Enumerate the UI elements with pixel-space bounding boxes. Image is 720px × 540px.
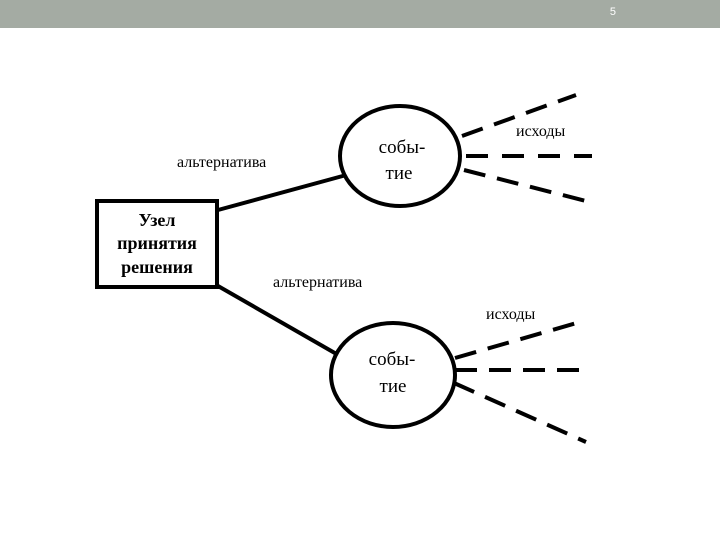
outcome-line-top-3 xyxy=(463,168,587,203)
decision-node-box xyxy=(95,199,219,289)
event-node-bottom xyxy=(329,321,457,429)
outcome-line-bottom-1 xyxy=(454,320,581,360)
outcomes-label-bottom: исходы xyxy=(486,306,536,323)
event-node-top xyxy=(338,104,462,208)
event-top-line-2: тие xyxy=(386,163,413,184)
decision-node-line-3: решения xyxy=(121,257,193,277)
branch-line-bottom xyxy=(217,284,341,358)
decision-node-line-1: Узел xyxy=(138,210,175,230)
event-top-line-1: собы- xyxy=(379,137,426,158)
slide-header-bar: 5 xyxy=(0,0,720,28)
outcomes-label-top: исходы xyxy=(516,123,566,140)
page-number: 5 xyxy=(609,6,616,18)
outcome-line-bottom-3 xyxy=(453,381,587,444)
event-bottom-line-2: тие xyxy=(380,376,407,397)
alternative-label-bottom: альтернатива xyxy=(273,274,362,291)
outcome-line-top-1 xyxy=(461,93,577,138)
alternative-label-top: альтернатива xyxy=(177,154,266,171)
decision-node-line-2: принятия xyxy=(117,233,197,253)
branch-line-top xyxy=(217,172,351,212)
event-bottom-line-1: собы- xyxy=(369,349,416,370)
